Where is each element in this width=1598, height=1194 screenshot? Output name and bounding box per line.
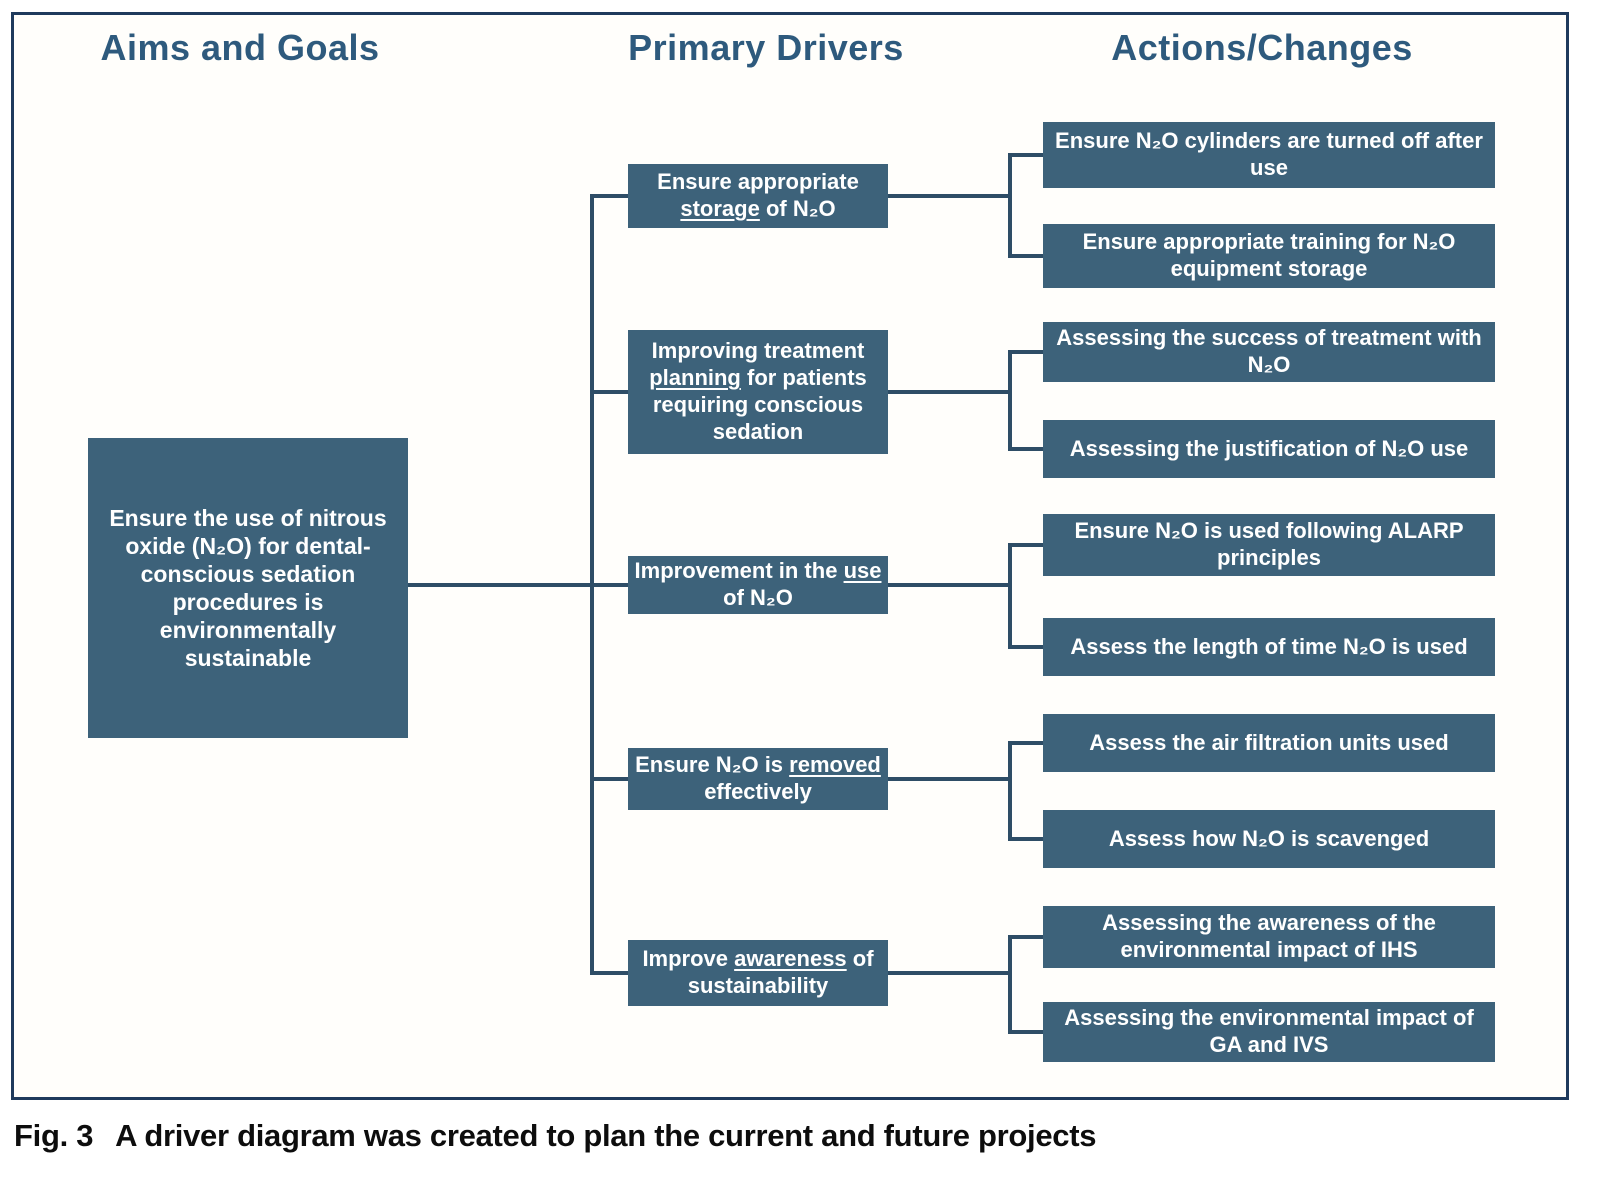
connector-bracket-3 (1008, 543, 1012, 649)
connector-bracket-1 (1008, 153, 1012, 258)
connector-stub-driver-4 (590, 777, 628, 781)
connector-stub-driver-5 (590, 971, 628, 975)
connector-stub-driver-1 (590, 194, 628, 198)
action-box-awareness-ihs: Assessing the awareness of the environme… (1043, 906, 1495, 968)
column-header-primary-drivers: Primary Drivers (628, 27, 904, 68)
driver-box-planning: Improving treatment planning for patient… (628, 330, 888, 454)
connector-stub-driver-2 (590, 390, 628, 394)
column-header-actions-changes: Actions/Changes (1111, 27, 1413, 68)
connector-stub-action-8 (1008, 837, 1043, 841)
column-header-aims: Aims and Goals (100, 27, 380, 68)
connector-stub-action-1 (1008, 153, 1043, 157)
action-box-alarp-principles: Ensure N₂O is used following ALARP princ… (1043, 514, 1495, 576)
connector-stub-action-2 (1008, 254, 1043, 258)
connector-stub-action-4 (1008, 447, 1043, 451)
connector-stub-action-5 (1008, 543, 1043, 547)
connector-stub-action-7 (1008, 741, 1043, 745)
action-box-length-of-time: Assess the length of time N₂O is used (1043, 618, 1495, 676)
action-box-storage-training: Ensure appropriate training for N₂O equi… (1043, 224, 1495, 288)
connector-bracket-4 (1008, 741, 1012, 841)
connector-bracket-2 (1008, 350, 1012, 451)
connector-stub-action-10 (1008, 1030, 1043, 1034)
connector-stub-action-6 (1008, 645, 1043, 649)
aim-box: Ensure the use of nitrous oxide (N₂O) fo… (88, 438, 408, 738)
connector-stub-action-3 (1008, 350, 1043, 354)
action-box-scavenging: Assess how N₂O is scavenged (1043, 810, 1495, 868)
figure-label: Fig. 3 (14, 1118, 94, 1153)
connector-driver-4-right (888, 777, 1010, 781)
driver-box-awareness: Improve awareness of sustainability (628, 940, 888, 1006)
action-box-treatment-success: Assessing the success of treatment with … (1043, 322, 1495, 382)
connector-bracket-5 (1008, 935, 1012, 1034)
connector-stub-action-9 (1008, 935, 1043, 939)
connector-driver-spine (590, 194, 594, 975)
driver-box-storage: Ensure appropriate storage of N₂O (628, 164, 888, 228)
driver-box-removal: Ensure N₂O is removed effectively (628, 748, 888, 810)
connector-driver-1-right (888, 194, 1010, 198)
connector-driver-2-right (888, 390, 1010, 394)
action-box-air-filtration: Assess the air filtration units used (1043, 714, 1495, 772)
action-box-impact-ga-ivs: Assessing the environmental impact of GA… (1043, 1002, 1495, 1062)
connector-aim-to-spine (408, 583, 628, 587)
connector-driver-3-right (888, 583, 1010, 587)
action-box-cylinders-off: Ensure N₂O cylinders are turned off afte… (1043, 122, 1495, 188)
driver-box-use: Improvement in the use of N₂O (628, 556, 888, 614)
action-box-justification: Assessing the justification of N₂O use (1043, 420, 1495, 478)
connector-driver-5-right (888, 971, 1010, 975)
caption-text: A driver diagram was created to plan the… (115, 1118, 1097, 1153)
figure-caption: Fig. 3 A driver diagram was created to pl… (14, 1118, 1574, 1154)
